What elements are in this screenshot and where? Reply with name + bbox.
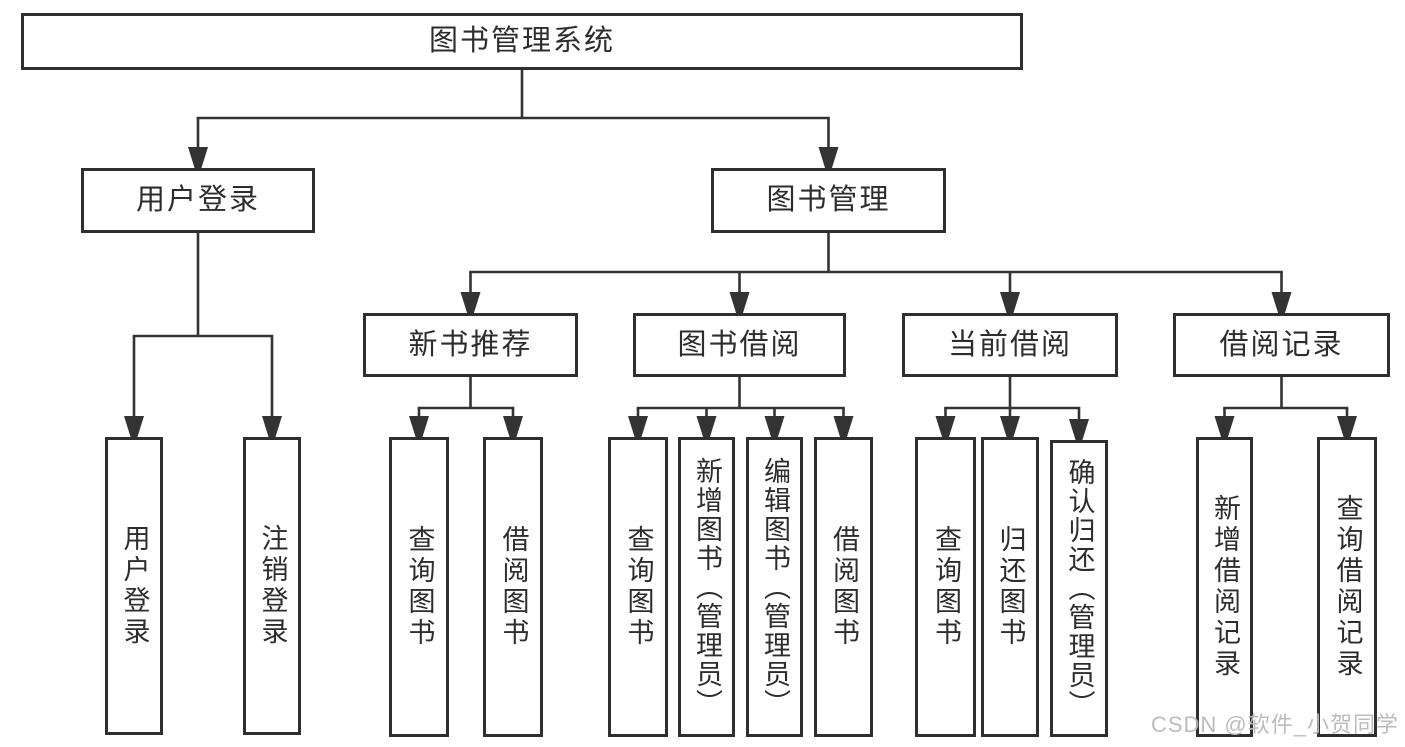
node-label-root: 图书管理系统 <box>428 25 615 57</box>
node-borrow-records: 借阅记录 <box>1173 313 1390 377</box>
node-label-bb-add: 新增图书（管理员） <box>692 456 722 718</box>
node-label-br-query: 查询借阅记录 <box>1332 494 1363 680</box>
node-label-current-borrow: 当前借阅 <box>947 328 1072 361</box>
node-book-mgmt: 图书管理 <box>711 168 946 233</box>
node-label-bb-query: 查询图书 <box>623 525 654 649</box>
node-label-book-mgmt: 图书管理 <box>766 184 891 216</box>
node-label-bb-edit: 编辑图书（管理员） <box>760 456 790 718</box>
node-bb-query: 查询图书 <box>608 437 668 737</box>
node-bb-edit: 编辑图书（管理员） <box>746 437 803 737</box>
node-cb-confirm: 确认归还（管理员） <box>1050 440 1108 737</box>
node-label-cb-confirm: 确认归还（管理员） <box>1064 458 1095 719</box>
watermark: CSDN @软件_小贺同学 <box>1150 712 1399 737</box>
node-label-br-add: 新增借阅记录 <box>1210 494 1240 680</box>
node-new-book-rec: 新书推荐 <box>363 313 578 377</box>
node-book-borrow: 图书借阅 <box>633 313 846 377</box>
node-cb-return: 归还图书 <box>981 437 1039 737</box>
node-bb-borrow: 借阅图书 <box>814 437 873 737</box>
node-ul-logout: 注销登录 <box>243 437 301 735</box>
node-label-nbr-query: 查询图书 <box>404 525 435 649</box>
node-br-add: 新增借阅记录 <box>1196 437 1253 737</box>
node-br-query: 查询借阅记录 <box>1317 437 1377 737</box>
node-label-book-borrow: 图书借阅 <box>677 328 802 361</box>
node-current-borrow: 当前借阅 <box>902 313 1118 377</box>
node-label-user-login: 用户登录 <box>135 184 260 216</box>
node-label-ul-logout: 注销登录 <box>257 524 288 648</box>
node-ul-login: 用户登录 <box>105 437 163 735</box>
node-nbr-query: 查询图书 <box>389 437 449 737</box>
node-label-ul-login: 用户登录 <box>119 524 150 648</box>
node-label-cb-return: 归还图书 <box>995 525 1026 649</box>
node-label-borrow-records: 借阅记录 <box>1219 328 1344 361</box>
node-label-cb-query: 查询图书 <box>931 525 961 649</box>
node-label-new-book-rec: 新书推荐 <box>408 328 533 361</box>
node-label-nbr-borrow: 借阅图书 <box>498 525 529 649</box>
node-nbr-borrow: 借阅图书 <box>483 437 543 737</box>
node-root: 图书管理系统 <box>21 13 1023 70</box>
node-cb-query: 查询图书 <box>915 437 976 737</box>
node-label-bb-borrow: 借阅图书 <box>829 525 859 649</box>
node-bb-add: 新增图书（管理员） <box>678 437 735 737</box>
node-user-login: 用户登录 <box>81 168 315 233</box>
